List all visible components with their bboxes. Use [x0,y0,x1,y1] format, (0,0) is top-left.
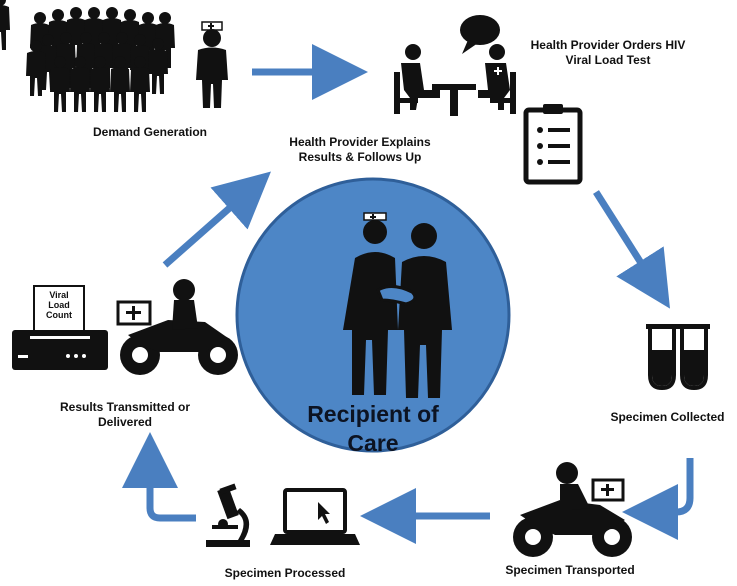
motorbike-courier-icon-left [116,279,238,375]
label-results-line1: Results Transmitted or [59,400,191,414]
label-explains-results: Health Provider Explains Results & Follo… [265,135,455,165]
health-worker-icon [196,21,228,108]
microscope-icon [206,483,250,547]
arrow-orders-to-collected [593,190,670,309]
crowd-icon [0,0,175,112]
label-orders-line1: Health Provider Orders HIV [530,38,686,52]
label-specimen-collected: Specimen Collected [610,410,725,424]
arrow-results-to-explains [162,171,271,268]
label-orders-line2: Viral Load Test [565,53,651,67]
label-explains-line1: Health Provider Explains [289,135,431,149]
label-explains-line2: Results & Follows Up [298,150,422,164]
provider-patient-icon [343,212,452,398]
label-results-line2: Delivered [97,415,153,429]
label-orders-test: Health Provider Orders HIV Viral Load Te… [498,38,718,68]
printer-sheet-line2: Load [48,300,70,310]
printer-sheet-line3: Count [46,310,72,320]
laptop-icon [270,488,360,545]
printer-sheet-line1: Viral [49,290,69,300]
printer-icon [12,285,108,370]
label-specimen-transported: Specimen Transported [505,563,635,577]
speech-bubble-icon [460,15,500,54]
printer-sheet-text: Viral Load Count [34,290,84,320]
flow-arrows [122,44,694,544]
label-results-transmitted: Results Transmitted or Delivered [30,400,220,430]
test-tubes-icon [646,324,710,391]
motorbike-courier-icon [513,462,632,557]
label-demand-generation: Demand Generation [92,125,208,139]
consultation-icon [394,44,516,116]
arrow-collected-to-transported [622,458,694,540]
center-label-line1: Recipient of [307,401,439,427]
label-specimen-processed: Specimen Processed [224,566,346,580]
center-label: Recipient of Care [273,400,473,458]
arrow-processed-to-results [122,432,196,522]
clipboard-icon [523,104,583,185]
center-label-line2: Care [347,430,399,456]
